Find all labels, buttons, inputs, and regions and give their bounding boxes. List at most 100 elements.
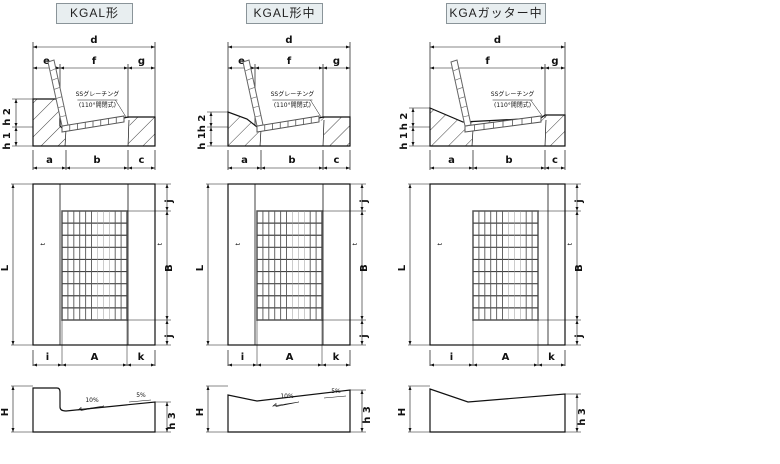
- slope-5-label: 5%: [136, 392, 146, 399]
- dim-f-label: f: [92, 56, 97, 67]
- thickness-left-label: t: [40, 242, 47, 245]
- dim-h1-arrow: [209, 127, 213, 146]
- dim-h2-label: h 2: [197, 115, 208, 133]
- dim-B-label: B: [574, 264, 585, 272]
- grating-spec-label: (110°開閉式): [274, 101, 311, 109]
- dim-k-label: k: [138, 352, 145, 363]
- dim-f-label: f: [287, 56, 292, 67]
- dim-g-arrow: [545, 66, 565, 70]
- grating-section: [256, 115, 320, 133]
- slope-10-label: 10%: [280, 393, 294, 400]
- dim-h1-arrow: [14, 127, 18, 146]
- dim-L-label: L: [195, 264, 206, 271]
- dim-e-label: e: [43, 56, 50, 67]
- open-grating-icon: [242, 59, 264, 127]
- grating-plan: [256, 210, 323, 321]
- dim-B-label: B: [164, 264, 175, 272]
- dim-h3-label: h 3: [577, 408, 588, 426]
- slope-arrow: [76, 405, 105, 411]
- dim-h2-arrow: [209, 112, 213, 127]
- dim-j-top-label: j: [164, 199, 175, 203]
- open-grating-bar: [454, 77, 462, 81]
- channel-void: [471, 120, 547, 146]
- channel-wall: [322, 119, 325, 147]
- open-grating-bar: [55, 96, 63, 99]
- open-grating-bar: [49, 68, 57, 72]
- dim-f-label: f: [485, 56, 490, 67]
- channel-wall: [127, 119, 130, 147]
- dim-b-label: b: [288, 155, 295, 166]
- slope-arrow: [271, 401, 300, 407]
- open-grating-bar: [244, 68, 252, 72]
- open-grating-bar: [462, 115, 470, 118]
- slope-arrow: [128, 399, 152, 403]
- dim-a-arrow: [228, 166, 261, 170]
- dim-g-label: g: [138, 56, 145, 67]
- dim-h3-label: h 3: [362, 406, 373, 424]
- channel-wall: [64, 129, 67, 147]
- dim-h3-arrow: [575, 394, 579, 432]
- dim-c-label: c: [139, 155, 145, 166]
- title-kgal: KGAL形: [56, 3, 133, 24]
- slope-10-label: 10%: [85, 397, 99, 404]
- leader-line: [115, 99, 127, 118]
- channel-void: [64, 120, 130, 146]
- thickness-left-label: t: [235, 242, 242, 245]
- dim-d-label: d: [494, 35, 501, 46]
- dim-a-label: a: [448, 155, 455, 166]
- title-kgal-naka: KGAL形中: [246, 3, 323, 24]
- dim-H-label: H: [397, 408, 408, 416]
- dim-c-label: c: [552, 155, 558, 166]
- dim-b-label: b: [505, 155, 512, 166]
- open-grating-bar: [452, 68, 460, 72]
- dim-j-top-label: j: [359, 199, 370, 203]
- dim-k-label: k: [548, 352, 555, 363]
- dim-h2-label: h 2: [2, 108, 13, 126]
- slope-arrow: [323, 395, 347, 399]
- dim-i-label: i: [241, 352, 244, 363]
- open-grating-bar: [51, 77, 59, 81]
- dim-h2-arrow: [411, 108, 415, 127]
- slope-5-label: 5%: [331, 388, 341, 395]
- channel-wall: [544, 119, 547, 147]
- grating-section: [464, 115, 542, 133]
- dim-a-arrow: [33, 166, 66, 170]
- dim-c-label: c: [334, 155, 340, 166]
- dim-B-label: B: [359, 264, 370, 272]
- dim-h1-label: h 1: [399, 132, 410, 150]
- dim-L-label: L: [397, 264, 408, 271]
- grating-section: [61, 115, 125, 133]
- dim-i-label: i: [46, 352, 49, 363]
- open-grating-bar: [246, 77, 254, 81]
- dim-j-bottom-label: j: [359, 334, 370, 338]
- open-grating-bar: [458, 96, 466, 99]
- dim-d-label: d: [90, 35, 97, 46]
- grating-spec-label: (110°開閉式): [79, 101, 116, 109]
- dim-H-label: H: [0, 408, 11, 416]
- dim-b-label: b: [93, 155, 100, 166]
- grating-spec-label: (110°開閉式): [494, 101, 531, 109]
- title-kga-gutter: KGAガッター中: [446, 3, 546, 24]
- dim-a-label: a: [46, 155, 53, 166]
- open-grating-bar: [59, 115, 67, 118]
- channel-wall: [259, 129, 262, 147]
- dim-e-label: e: [238, 56, 245, 67]
- dim-h2-label: h 2: [399, 113, 410, 131]
- thickness-right-label: t: [157, 242, 164, 245]
- dim-H-label: H: [195, 408, 206, 416]
- open-grating-bar: [460, 105, 468, 109]
- side-profile: [227, 389, 351, 433]
- open-grating-icon: [47, 59, 69, 127]
- thickness-right-label: t: [567, 242, 574, 245]
- dim-j-bottom-label: j: [164, 334, 175, 338]
- dim-k-label: k: [333, 352, 340, 363]
- section-outline: [429, 107, 566, 147]
- open-grating-icon: [450, 59, 472, 127]
- dim-d-label: d: [285, 35, 292, 46]
- channel-void: [259, 120, 325, 146]
- open-grating-bar: [57, 105, 65, 109]
- dim-j-bottom-label: j: [574, 334, 585, 338]
- grating-plan: [472, 210, 539, 321]
- dim-g-label: g: [551, 56, 558, 67]
- leader-line: [310, 99, 322, 118]
